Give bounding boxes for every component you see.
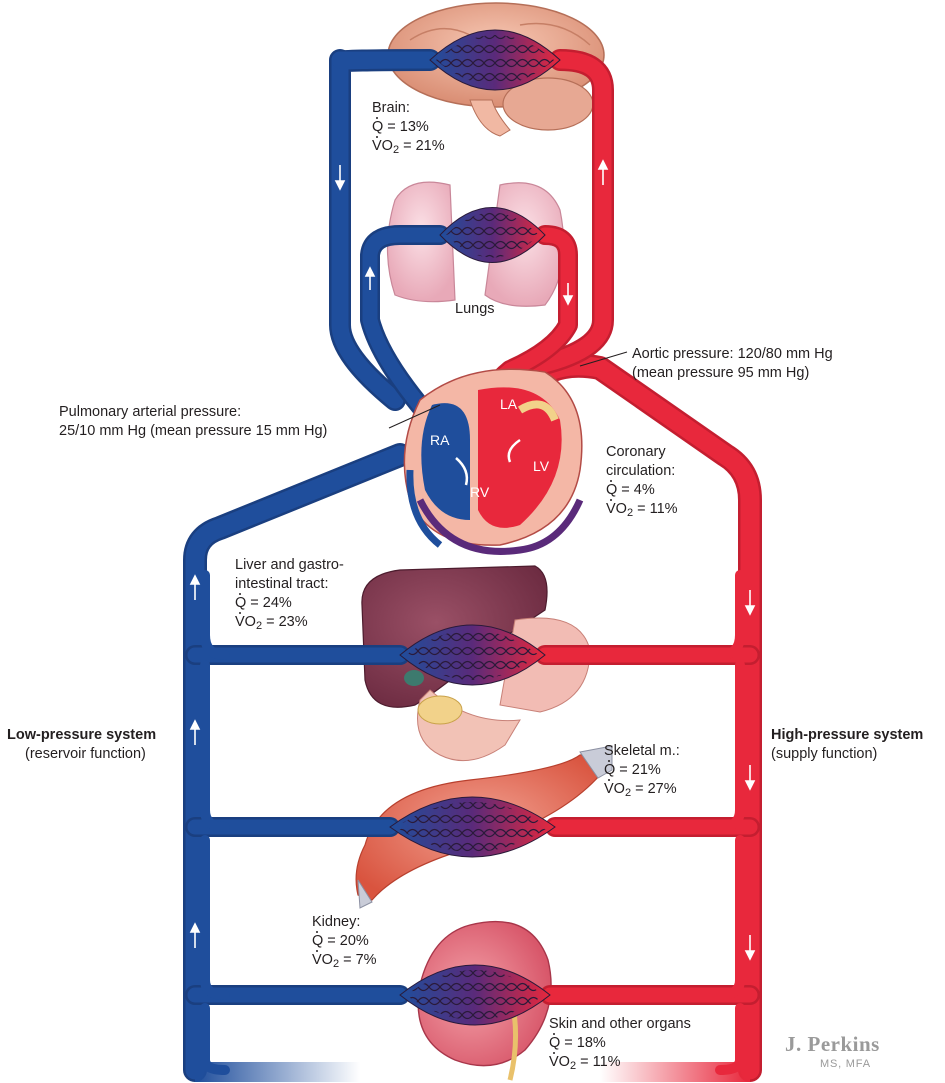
aortic-pressure-line2: (mean pressure 95 mm Hg): [632, 364, 833, 383]
kidney-cardiac-output: Q = 20%: [312, 932, 377, 951]
low-pressure-subtitle: (reservoir function): [7, 745, 156, 764]
coronary-label: Coronary circulation: Q = 4% VO2 = 11%: [606, 443, 678, 520]
artist-signature: J. Perkins: [785, 1032, 880, 1057]
pulmonary-pressure-label: Pulmonary arterial pressure: 25/10 mm Hg…: [59, 403, 327, 441]
liver-line1: Liver and gastro-: [235, 556, 344, 575]
skin-label: Skin and other organs Q = 18% VO2 = 11%: [549, 1015, 691, 1073]
high-pressure-label: High-pressure system (supply function): [771, 726, 923, 764]
pulmonary-pressure-line1: Pulmonary arterial pressure:: [59, 403, 327, 422]
skin-oxygen-consumption: VO2 = 11%: [549, 1053, 691, 1073]
skeletal-label: Skeletal m.: Q = 21% VO2 = 27%: [604, 742, 680, 800]
liver-line2: intestinal tract:: [235, 575, 344, 594]
skeletal-title: Skeletal m.:: [604, 742, 680, 761]
artist-credentials: MS, MFA: [820, 1058, 871, 1070]
coronary-line2: circulation:: [606, 462, 678, 481]
brain-label: Brain: Q = 13% VO2 = 21%: [372, 99, 445, 157]
pulmonary-pressure-line2: 25/10 mm Hg (mean pressure 15 mm Hg): [59, 422, 327, 441]
kidney-label: Kidney: Q = 20% VO2 = 7%: [312, 913, 377, 971]
high-pressure-subtitle: (supply function): [771, 745, 923, 764]
brain-oxygen-consumption: VO2 = 21%: [372, 137, 445, 157]
brain-cardiac-output: Q = 13%: [372, 118, 445, 137]
liver-cardiac-output: Q = 24%: [235, 594, 344, 613]
kidney-oxygen-consumption: VO2 = 7%: [312, 951, 377, 971]
low-pressure-title: Low-pressure system: [7, 726, 156, 745]
skeletal-oxygen-consumption: VO2 = 27%: [604, 780, 680, 800]
liver-oxygen-consumption: VO2 = 23%: [235, 613, 344, 633]
heart: [404, 369, 581, 551]
brain-title: Brain:: [372, 99, 445, 118]
chamber-lv: LV: [533, 458, 549, 474]
lungs-label: Lungs: [455, 300, 495, 319]
coronary-oxygen-consumption: VO2 = 11%: [606, 500, 678, 520]
chamber-ra: RA: [430, 432, 449, 448]
aortic-pressure-label: Aortic pressure: 120/80 mm Hg (mean pres…: [632, 345, 833, 383]
skeletal-cardiac-output: Q = 21%: [604, 761, 680, 780]
skin-cardiac-output: Q = 18%: [549, 1034, 691, 1053]
coronary-line1: Coronary: [606, 443, 678, 462]
kidney-title: Kidney:: [312, 913, 377, 932]
coronary-cardiac-output: Q = 4%: [606, 481, 678, 500]
aortic-pressure-line1: Aortic pressure: 120/80 mm Hg: [632, 345, 833, 364]
chamber-rv: RV: [470, 484, 489, 500]
low-pressure-label: Low-pressure system (reservoir function): [7, 726, 156, 764]
chamber-la: LA: [500, 396, 517, 412]
high-pressure-title: High-pressure system: [771, 726, 923, 745]
skin-title: Skin and other organs: [549, 1015, 691, 1034]
liver-label: Liver and gastro- intestinal tract: Q = …: [235, 556, 344, 633]
venous-fade: [195, 1062, 360, 1082]
